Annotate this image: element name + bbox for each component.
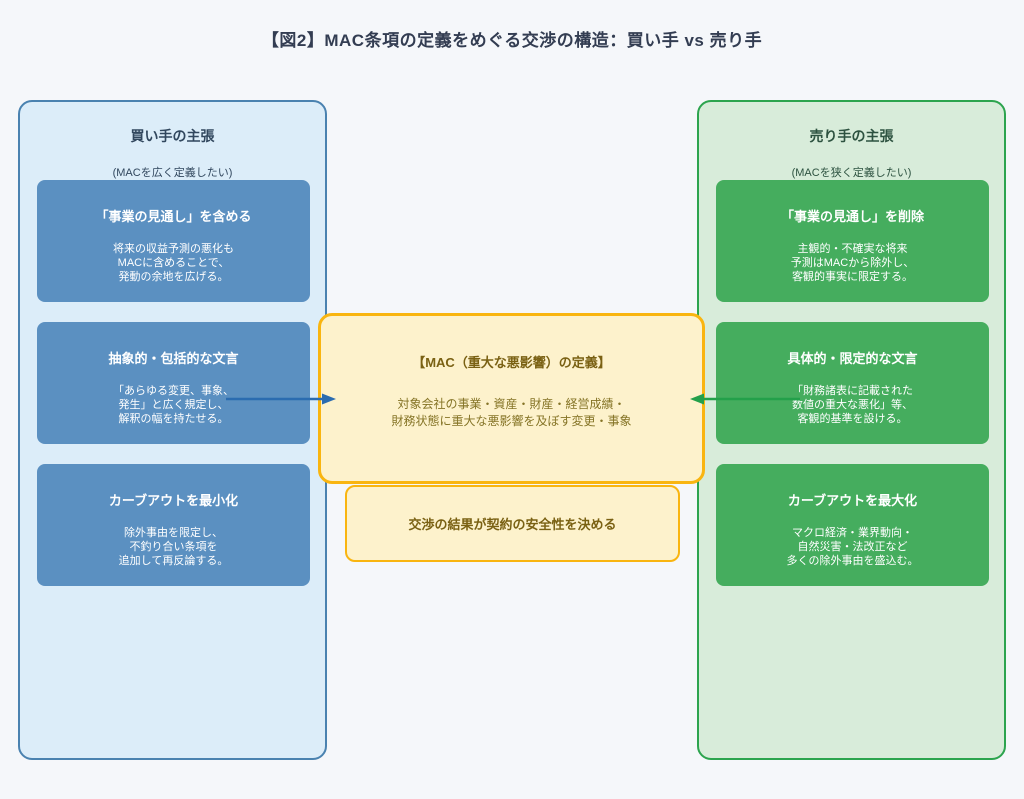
arrow-left-icon: [690, 393, 800, 405]
buyer-claim-body: 「あらゆる変更、事象、 発生」と広く規定し、 解釈の幅を持たせる。: [113, 385, 234, 425]
seller-claim-body: 「財務諸表に記載された 数値の重大な悪化」等、 客観的基準を設ける。: [792, 385, 913, 425]
mac-definition-title: 【MAC（重大な悪影響）の定義】: [412, 355, 611, 370]
buyer-panel-header: 買い手の主張: [130, 128, 215, 144]
buyer-claim-box-2: 抽象的・包括的な文言 「あらゆる変更、事象、 発生」と広く規定し、 解釈の幅を持…: [37, 322, 310, 444]
buyer-claim-body: 将来の収益予測の悪化も MACに含めることで、 発動の余地を広げる。: [113, 243, 234, 283]
seller-panel-header: 売り手の主張: [809, 128, 894, 144]
arrow-right-icon: [226, 393, 336, 405]
mac-definition-body: 対象会社の事業・資産・財産・経営成績・ 財務状態に重大な悪影響を及ぼす変更・事象: [391, 397, 632, 428]
buyer-panel: 買い手の主張 (MACを広く定義したい) 「事業の見通し」を含める 将来の収益予…: [18, 100, 327, 760]
seller-claim-title: 「事業の見通し」を削除: [780, 209, 924, 224]
conclusion-box: 交渉の結果が契約の安全性を決める: [345, 485, 680, 562]
buyer-claim-title: 抽象的・包括的な文言: [108, 351, 239, 366]
conclusion-text: 交渉の結果が契約の安全性を決める: [408, 517, 617, 532]
seller-panel-subtitle: (MACを狭く定義したい): [791, 167, 912, 179]
buyer-claim-body: 除外事由を限定し、 不釣り合い条項を 追加して再反論する。: [118, 527, 229, 567]
buyer-claim-box-1: 「事業の見通し」を含める 将来の収益予測の悪化も MACに含めることで、 発動の…: [37, 180, 310, 302]
page-title: 【図2】MAC条項の定義をめぐる交渉の構造：買い手 vs 売り手: [261, 31, 763, 50]
mac-definition-box: 【MAC（重大な悪影響）の定義】 対象会社の事業・資産・財産・経営成績・ 財務状…: [318, 313, 705, 484]
buyer-claim-title: カーブアウトを最小化: [108, 493, 239, 508]
seller-claim-box-2: 具体的・限定的な文言 「財務諸表に記載された 数値の重大な悪化」等、 客観的基準…: [716, 322, 989, 444]
buyer-claim-box-3: カーブアウトを最小化 除外事由を限定し、 不釣り合い条項を 追加して再反論する。: [37, 464, 310, 586]
seller-panel: 売り手の主張 (MACを狭く定義したい) 「事業の見通し」を削除 主観的・不確実…: [697, 100, 1006, 760]
seller-claim-box-1: 「事業の見通し」を削除 主観的・不確実な将来 予測はMACから除外し、 客観的事…: [716, 180, 989, 302]
seller-claim-title: カーブアウトを最大化: [787, 493, 918, 508]
seller-claim-body: 主観的・不確実な将来 予測はMACから除外し、 客観的事実に限定する。: [790, 243, 915, 283]
seller-claim-body: マクロ経済・業界動向・ 自然災害・法改正など 多くの除外事由を盛込む。: [786, 527, 919, 567]
buyer-claim-title: 「事業の見通し」を含める: [95, 209, 252, 224]
buyer-panel-subtitle: (MACを広く定義したい): [112, 167, 233, 179]
seller-claim-box-3: カーブアウトを最大化 マクロ経済・業界動向・ 自然災害・法改正など 多くの除外事…: [716, 464, 989, 586]
seller-claim-title: 具体的・限定的な文言: [787, 351, 918, 366]
